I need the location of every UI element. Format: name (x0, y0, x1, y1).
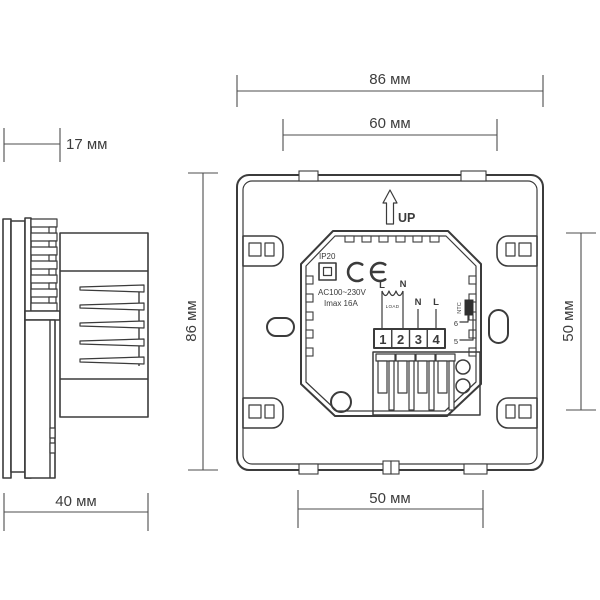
dim-width-86mm-label: 86 мм (369, 71, 410, 88)
inner-plate (10, 220, 26, 473)
mounting-tab-bottom-right (496, 397, 538, 429)
wire-clamps (375, 353, 456, 411)
pin-6-label: 6 (454, 319, 458, 328)
terminal-3: 3 (415, 332, 422, 347)
heatsink-fins (30, 218, 58, 312)
top-notch (298, 170, 319, 182)
slot-left (266, 317, 295, 337)
dim-depth-40mm-label: 40 мм (55, 493, 96, 510)
dim-width-50mm-label: 50 мм (369, 490, 410, 507)
supply-n-label: N (415, 297, 422, 308)
dim-height-86mm: 86 мм (183, 172, 218, 471)
top-notch (460, 170, 487, 182)
current-label: Imax 16A (324, 299, 358, 308)
supply-l-label: L (433, 297, 439, 308)
pin-5-label: 5 (454, 337, 458, 346)
mounting-tab-top-left (242, 235, 284, 267)
housing-band (24, 310, 61, 321)
terminal-1: 1 (379, 332, 386, 347)
dim-depth-40mm: 40 мм (3, 493, 149, 531)
ip20-icon (318, 262, 337, 281)
mounting-tab-bottom-left (242, 397, 284, 429)
bottom-notch (463, 463, 488, 475)
ntc-label: NTC (457, 302, 463, 314)
bottom-notch (298, 463, 319, 475)
terminal-4: 4 (432, 332, 440, 347)
slot-right (488, 309, 509, 344)
load-label: LOAD (386, 304, 400, 309)
dim-height-50mm: 50 мм (560, 232, 596, 411)
ip-rating-label: IP20 (319, 252, 336, 261)
fixing-hole (330, 391, 352, 413)
load-l-label: L (379, 280, 385, 291)
screw-hole (455, 359, 471, 375)
front-plate (2, 218, 12, 479)
dim-height-50mm-label: 50 мм (560, 300, 577, 341)
up-arrow-icon (382, 189, 398, 225)
terminal-block: 1 2 3 4 (373, 328, 446, 349)
mounting-tab-top-right (496, 235, 538, 267)
clamp-compartment (372, 351, 481, 416)
voltage-label: AC100~230V (318, 288, 366, 297)
dim-depth-17mm: 17 мм (3, 128, 107, 162)
ce-mark-icon (346, 261, 387, 283)
rear-body (59, 232, 149, 418)
dim-width-86mm: 86 мм (236, 71, 544, 107)
bottom-clip (390, 460, 400, 475)
terminal-2: 2 (397, 332, 404, 347)
dim-width-60mm-label: 60 мм (369, 115, 410, 132)
ntc-sensor (459, 299, 474, 341)
rear-view: UP IP20 (236, 170, 544, 475)
octagon-inner (305, 235, 477, 412)
load-symbol (381, 290, 404, 329)
dim-width-50mm: 50 мм (297, 490, 484, 528)
dim-height-86mm-label: 86 мм (183, 300, 200, 341)
side-view (2, 217, 149, 479)
load-n-label: N (400, 279, 407, 290)
dim-width-60mm: 60 мм (282, 115, 498, 151)
dim-depth-17mm-label: 17 мм (66, 136, 107, 153)
screw-hole (455, 378, 471, 394)
octagon-outer (300, 230, 482, 417)
bottom-clip (382, 460, 392, 475)
up-label: UP (398, 211, 415, 225)
